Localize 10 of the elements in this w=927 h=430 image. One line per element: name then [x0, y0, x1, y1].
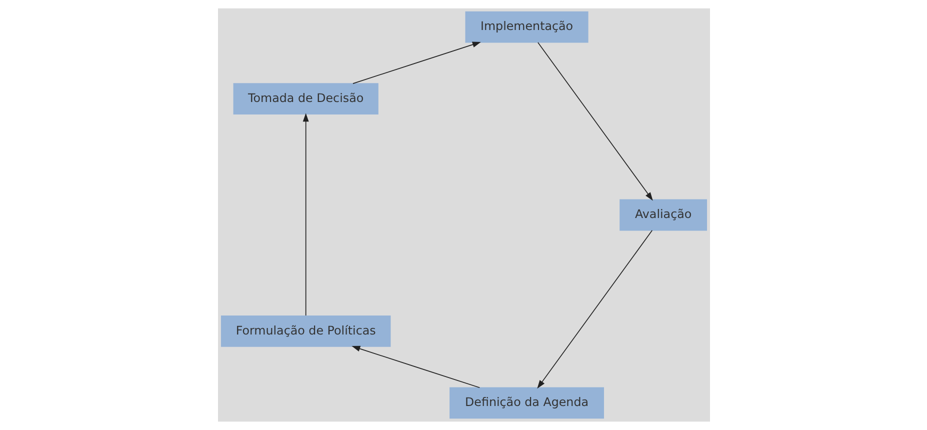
node-box: Formulação de Políticas	[220, 315, 390, 347]
node-box: Implementação	[464, 11, 588, 43]
arrow	[352, 42, 480, 84]
node-box: Tomada de Decisão	[232, 83, 378, 115]
node-box: Definição da Agenda	[449, 387, 604, 419]
node-box: Avaliação	[619, 199, 707, 231]
arrow	[351, 346, 480, 388]
arrow	[536, 230, 652, 389]
arrow	[537, 42, 652, 201]
arrow	[302, 113, 308, 316]
